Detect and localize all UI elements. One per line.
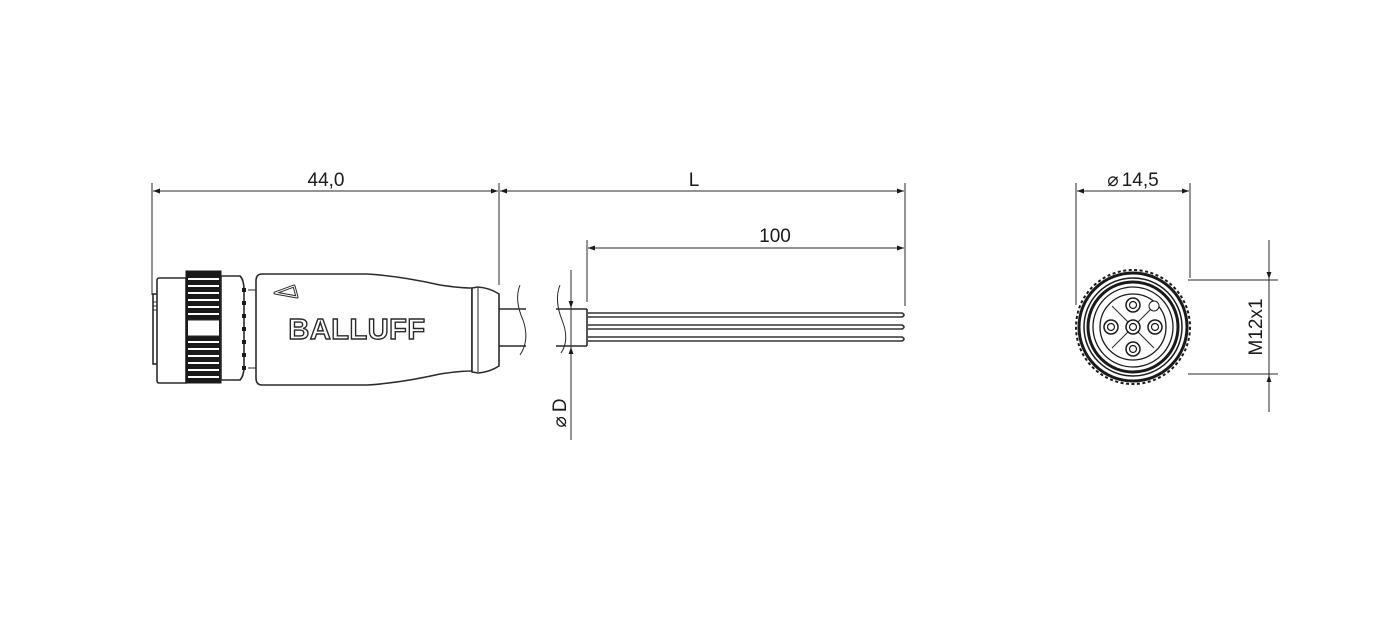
dimension-cable-diameter: ⌀D	[550, 270, 574, 440]
dim-label-14-5: 14,5	[1122, 170, 1159, 191]
dim-label-D: D	[550, 398, 571, 412]
diameter-symbol: ⌀	[550, 416, 571, 427]
dim-label-thread: M12x1	[1246, 298, 1267, 355]
dimension-outer-diameter: ⌀14,5	[1075, 170, 1191, 305]
coupling-nut	[152, 270, 246, 384]
dimension-connector-length: 44,0	[151, 170, 500, 295]
front-view: ⌀14,5 M12x1	[1075, 170, 1278, 412]
svg-text:⌀14,5: ⌀14,5	[1107, 170, 1158, 191]
dimension-cable-length: L	[500, 170, 906, 306]
dim-label-44: 44,0	[308, 170, 345, 191]
contact-pins	[1103, 297, 1163, 357]
dim-label-L: L	[689, 170, 700, 191]
dimension-thread: M12x1	[1188, 240, 1278, 412]
svg-text:⌀D: ⌀D	[550, 398, 571, 427]
stripped-wires	[588, 312, 905, 342]
cable	[499, 284, 588, 356]
dim-label-100: 100	[759, 226, 791, 247]
brand-logo: BALLUFF	[288, 314, 425, 346]
side-view: 44,0 L 100	[151, 170, 906, 440]
dimension-stripped-length: 100	[586, 226, 904, 302]
connector-body: BALLUFF	[248, 273, 500, 386]
connector-face	[1075, 269, 1191, 385]
diameter-symbol-2: ⌀	[1107, 170, 1118, 191]
